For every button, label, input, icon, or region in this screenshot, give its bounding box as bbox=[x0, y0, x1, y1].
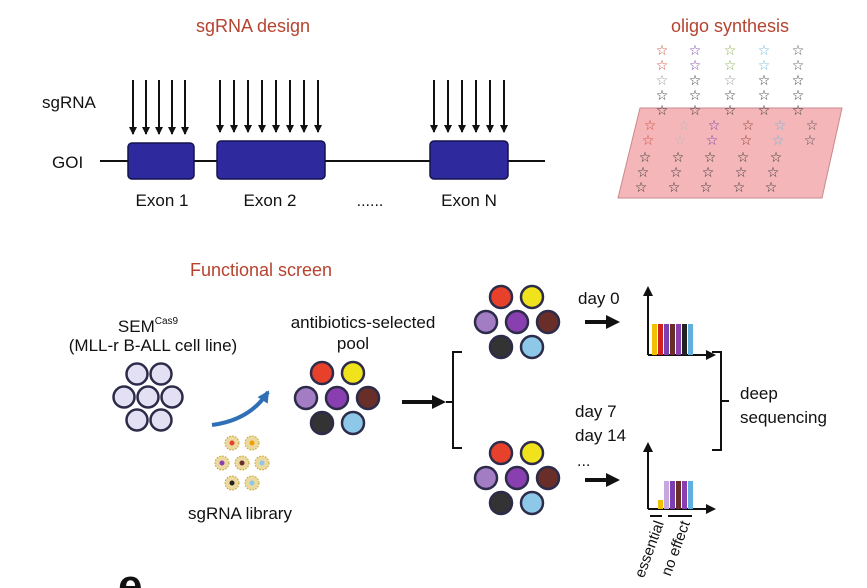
svg-text:☆: ☆ bbox=[758, 43, 771, 59]
sequencing-bracket bbox=[712, 351, 729, 451]
svg-text:☆: ☆ bbox=[637, 165, 650, 181]
svg-text:☆: ☆ bbox=[689, 43, 702, 59]
exon-1-label: Exon 1 bbox=[136, 191, 189, 210]
svg-text:☆: ☆ bbox=[772, 133, 785, 149]
exon-2-box bbox=[216, 140, 326, 180]
svg-text:☆: ☆ bbox=[758, 103, 771, 119]
svg-text:☆: ☆ bbox=[678, 118, 691, 134]
svg-text:☆: ☆ bbox=[792, 73, 805, 89]
svg-text:☆: ☆ bbox=[700, 180, 713, 196]
more-days-label: ... bbox=[577, 453, 590, 470]
svg-text:☆: ☆ bbox=[767, 165, 780, 181]
svg-text:☆: ☆ bbox=[733, 180, 746, 196]
svg-text:☆: ☆ bbox=[642, 133, 655, 149]
sgrna-library-label: sgRNA library bbox=[188, 504, 292, 523]
day14-arrowhead bbox=[606, 473, 620, 487]
day0-arrowhead bbox=[606, 315, 620, 329]
svg-text:☆: ☆ bbox=[724, 73, 737, 89]
svg-text:☆: ☆ bbox=[708, 118, 721, 134]
day14-label: day 14 bbox=[575, 426, 626, 445]
functional-screen-title: Functional screen bbox=[190, 260, 332, 280]
svg-text:☆: ☆ bbox=[656, 73, 669, 89]
svg-text:☆: ☆ bbox=[668, 180, 681, 196]
svg-text:☆: ☆ bbox=[770, 150, 783, 166]
sgrna-design-title: sgRNA design bbox=[196, 16, 310, 36]
svg-text:☆: ☆ bbox=[639, 150, 652, 166]
virus-particles bbox=[214, 435, 270, 491]
day0-bar-chart bbox=[643, 286, 716, 360]
svg-text:☆: ☆ bbox=[656, 58, 669, 74]
svg-text:☆: ☆ bbox=[724, 58, 737, 74]
transduction-arrow bbox=[211, 390, 270, 427]
exon-2-label: Exon 2 bbox=[244, 191, 297, 210]
svg-text:☆: ☆ bbox=[724, 88, 737, 104]
svg-text:☆: ☆ bbox=[758, 58, 771, 74]
pool-to-split-arrowhead bbox=[432, 395, 446, 409]
svg-text:☆: ☆ bbox=[804, 133, 817, 149]
svg-text:☆: ☆ bbox=[806, 118, 819, 134]
goi-label: GOI bbox=[52, 153, 83, 172]
svg-text:☆: ☆ bbox=[792, 58, 805, 74]
oligo-plate bbox=[617, 107, 843, 199]
svg-text:☆: ☆ bbox=[656, 88, 669, 104]
svg-text:☆: ☆ bbox=[742, 118, 755, 134]
deep-sequencing-line1: deep bbox=[740, 384, 778, 403]
svg-text:☆: ☆ bbox=[724, 43, 737, 59]
day14-bar-chart bbox=[643, 442, 716, 514]
svg-text:☆: ☆ bbox=[740, 133, 753, 149]
deep-sequencing-line2: sequencing bbox=[740, 408, 827, 427]
oligo-strands: ☆☆☆ ☆☆ ☆☆☆ ☆☆ ☆☆☆ ☆☆ ☆☆☆ ☆☆ ☆☆☆ ☆☆ ☆☆☆ ☆… bbox=[635, 43, 819, 196]
exon-n-box bbox=[429, 140, 509, 180]
svg-text:☆: ☆ bbox=[702, 165, 715, 181]
sgrna-arrows bbox=[129, 80, 508, 135]
pool-label-line1: antibiotics-selected bbox=[291, 313, 436, 332]
svg-text:☆: ☆ bbox=[689, 88, 702, 104]
svg-text:☆: ☆ bbox=[774, 118, 787, 134]
svg-text:☆: ☆ bbox=[689, 58, 702, 74]
ellipsis-label: ...... bbox=[357, 193, 384, 210]
svg-text:☆: ☆ bbox=[737, 150, 750, 166]
svg-text:☆: ☆ bbox=[735, 165, 748, 181]
pool-cell-cluster bbox=[293, 360, 381, 436]
svg-text:☆: ☆ bbox=[792, 43, 805, 59]
svg-text:☆: ☆ bbox=[672, 150, 685, 166]
exon-n-label: Exon N bbox=[441, 191, 497, 210]
svg-text:☆: ☆ bbox=[792, 103, 805, 119]
svg-text:☆: ☆ bbox=[724, 103, 737, 119]
day0-label: day 0 bbox=[578, 289, 620, 308]
svg-text:☆: ☆ bbox=[670, 165, 683, 181]
day0-cell-cluster bbox=[473, 284, 561, 360]
panel-letter: e bbox=[118, 561, 142, 588]
svg-text:☆: ☆ bbox=[792, 88, 805, 104]
svg-text:☆: ☆ bbox=[765, 180, 778, 196]
svg-text:☆: ☆ bbox=[656, 103, 669, 119]
svg-text:☆: ☆ bbox=[758, 88, 771, 104]
svg-text:☆: ☆ bbox=[644, 118, 657, 134]
svg-text:☆: ☆ bbox=[635, 180, 648, 196]
svg-text:☆: ☆ bbox=[704, 150, 717, 166]
svg-text:☆: ☆ bbox=[706, 133, 719, 149]
pool-label-line2: pool bbox=[337, 334, 369, 353]
svg-text:☆: ☆ bbox=[689, 73, 702, 89]
svg-text:☆: ☆ bbox=[689, 103, 702, 119]
split-bracket bbox=[446, 351, 462, 449]
svg-text:☆: ☆ bbox=[656, 43, 669, 59]
svg-text:☆: ☆ bbox=[674, 133, 687, 149]
day14-cell-cluster bbox=[473, 440, 561, 516]
sgrna-label: sgRNA bbox=[42, 93, 97, 112]
cell-name-label: SEMCas9 bbox=[118, 316, 179, 336]
exon-1-box bbox=[127, 142, 195, 180]
sem-cell-cluster bbox=[112, 362, 184, 432]
oligo-synthesis-title: oligo synthesis bbox=[671, 16, 789, 36]
svg-text:☆: ☆ bbox=[758, 73, 771, 89]
day7-label: day 7 bbox=[575, 402, 617, 421]
cell-line-label: (MLL-r B-ALL cell line) bbox=[69, 336, 237, 355]
